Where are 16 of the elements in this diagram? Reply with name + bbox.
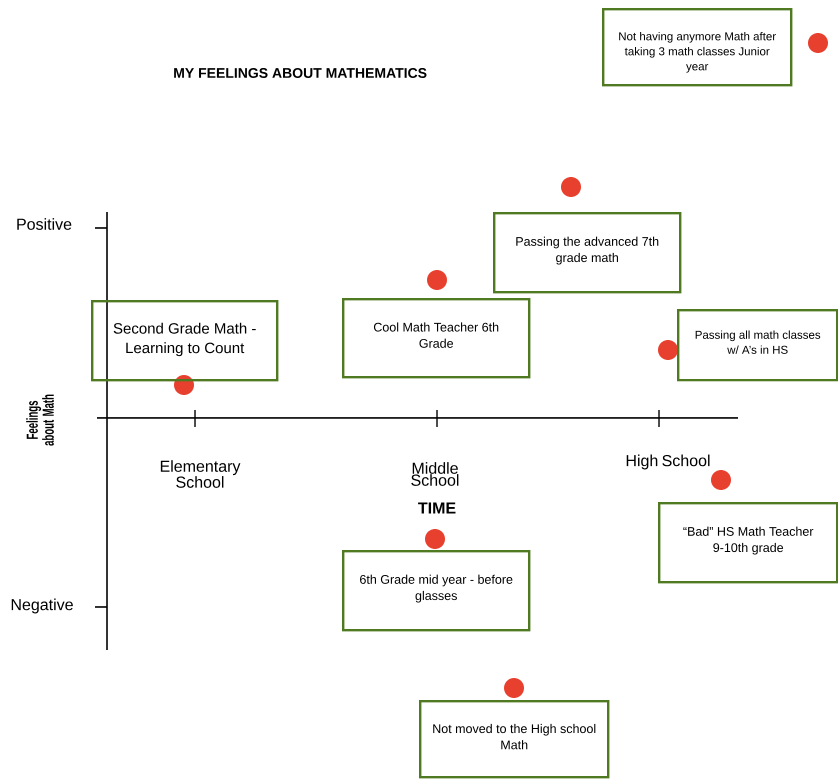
axis-label: Middle School [411,462,458,486]
axis-label: Positive [17,218,72,230]
axis-label: TIME [418,502,456,514]
axis-label: Elementary School [160,460,240,488]
text-box: Passing all math classes w/ A’s in HS [677,309,838,382]
axis-label: High School [626,454,710,470]
text-box: 6th Grade mid year - before glasses [342,550,530,632]
text-box: Second Grade Math - Learning to Count [91,300,278,382]
axis-label: Negative [12,598,73,614]
text-box: Cool Math Teacher 6th Grade [342,298,530,378]
title: MY FEELINGS ABOUT MATHEMATICS [174,68,426,78]
text-box: “Bad” HS Math Teacher 9-10th grade [658,502,838,584]
text-box: Not moved to the High school Math [419,700,610,778]
text-box: Passing the advanced 7th grade math [493,212,682,294]
text-box: Not having anymore Math after taking 3 math classes Junior year [602,8,792,86]
axis-label: Feelings about Math [26,394,54,446]
